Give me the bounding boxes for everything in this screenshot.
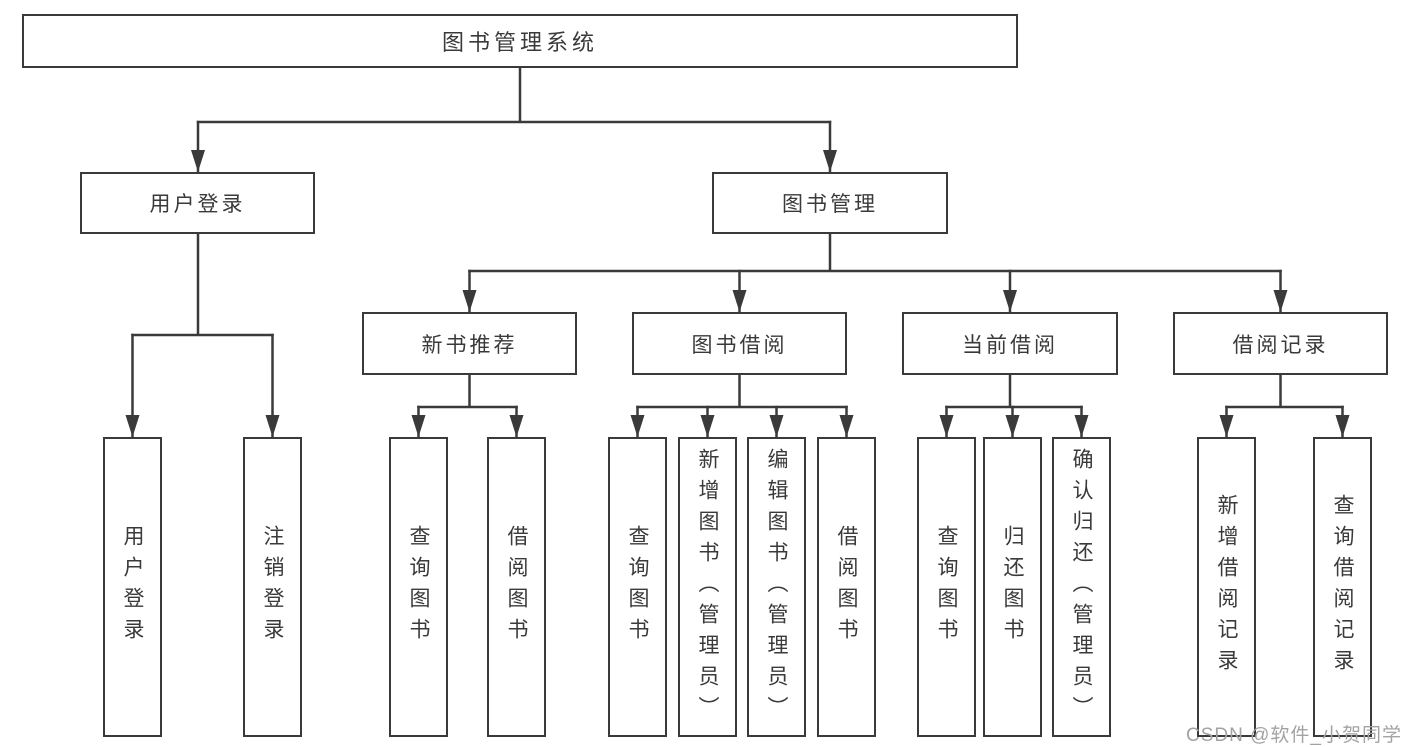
node-new-book-recommend: 新书推荐: [362, 312, 577, 375]
node-root: 图书管理系统: [22, 14, 1018, 68]
node-current-borrowing: 当前借阅: [902, 312, 1118, 375]
node-leaf-edit-books-admin: 编辑图书（管理员）: [747, 437, 806, 737]
node-borrowing-records: 借阅记录: [1173, 312, 1388, 375]
node-leaf-borrow-books: 借阅图书: [817, 437, 876, 737]
csdn-watermark: CSDN @软件_小贺同学: [1186, 725, 1402, 746]
node-leaf-query-books-recommend: 查询图书: [389, 437, 448, 737]
node-leaf-query-borrow-record: 查询借阅记录: [1313, 437, 1372, 737]
node-leaf-add-borrow-record: 新增借阅记录: [1197, 437, 1256, 737]
node-leaf-query-books-current: 查询图书: [917, 437, 976, 737]
node-leaf-confirm-return-admin: 确认归还（管理员）: [1052, 437, 1111, 737]
node-leaf-query-books-borrowing: 查询图书: [608, 437, 667, 737]
node-leaf-user-login: 用户登录: [103, 437, 162, 737]
node-leaf-borrow-books-recommend: 借阅图书: [487, 437, 546, 737]
node-book-borrowing: 图书借阅: [632, 312, 847, 375]
node-leaf-logout: 注销登录: [243, 437, 302, 737]
node-book-management: 图书管理: [712, 172, 948, 234]
node-leaf-add-books-admin: 新增图书（管理员）: [678, 437, 737, 737]
node-user-login: 用户登录: [80, 172, 315, 234]
node-leaf-return-books: 归还图书: [983, 437, 1042, 737]
